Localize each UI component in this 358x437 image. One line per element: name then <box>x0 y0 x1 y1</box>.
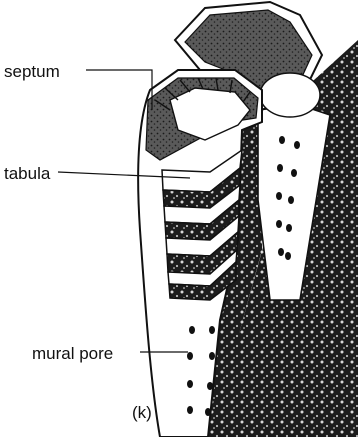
septum-leader-line <box>86 70 152 110</box>
panel-label: (k) <box>132 404 152 421</box>
tabula-label: tabula <box>4 165 50 182</box>
mural-pore-label: mural pore <box>32 345 113 362</box>
tabulae-stack <box>162 150 242 300</box>
septum-label: septum <box>4 63 60 80</box>
